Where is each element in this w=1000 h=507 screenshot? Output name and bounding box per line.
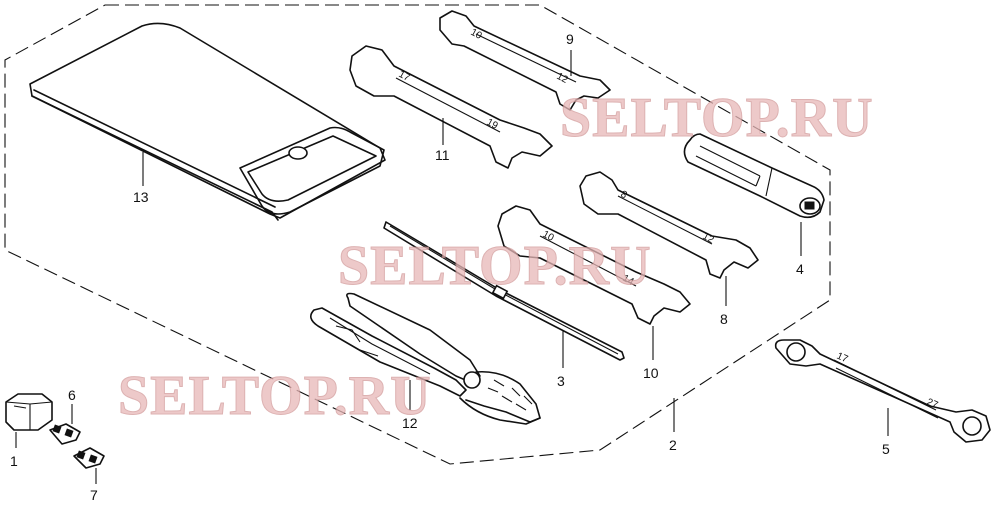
wrench-10x12: 10 12: [439, 10, 611, 111]
callout-1: 1: [10, 453, 18, 469]
wrench-10-size-b: 14: [621, 273, 636, 288]
callout-13: 13: [133, 189, 149, 205]
fuse-block: [5, 393, 53, 431]
socket-handle: [683, 133, 825, 219]
wrench-5-size-a: 17: [835, 351, 850, 366]
screwdriver: [383, 221, 625, 361]
fuse-7: [73, 447, 105, 469]
watermark-middle: SELTOP.RU: [338, 235, 652, 297]
callout-12: 12: [402, 415, 418, 431]
callout-5: 5: [882, 441, 890, 457]
callout-7: 7: [90, 487, 98, 503]
wrench-10-size-a: 10: [541, 229, 556, 244]
wrench-8x12: 8 12: [579, 171, 759, 279]
fuse-6: [49, 423, 81, 445]
ring-wrench-17x27: 17 27: [774, 339, 991, 443]
callout-6: 6: [68, 387, 76, 403]
callout-8: 8: [720, 311, 728, 327]
callout-2: 2: [669, 437, 677, 453]
wrench-11-size-b: 19: [485, 117, 500, 132]
wrench-9-size-b: 12: [555, 71, 570, 86]
callout-9: 9: [566, 31, 574, 47]
wrench-8-size-b: 12: [701, 231, 716, 246]
watermark-top: SELTOP.RU: [560, 87, 874, 149]
wrench-5-size-b: 27: [925, 397, 940, 412]
wrench-17x19: 17 19: [349, 45, 553, 169]
pliers: [310, 292, 541, 425]
wrench-9-size-a: 10: [469, 27, 484, 42]
wrench-11-size-a: 17: [397, 69, 412, 84]
wrench-10x14: 10 14: [497, 205, 691, 325]
tool-bag: [29, 22, 386, 221]
callout-11: 11: [435, 147, 450, 163]
callout-10: 10: [643, 365, 659, 381]
kit-boundary: [4, 4, 831, 465]
watermark-bottom: SELTOP.RU: [118, 365, 432, 427]
callout-4: 4: [796, 261, 804, 277]
callout-3: 3: [557, 373, 565, 389]
wrench-8-size-a: 8: [619, 189, 629, 202]
